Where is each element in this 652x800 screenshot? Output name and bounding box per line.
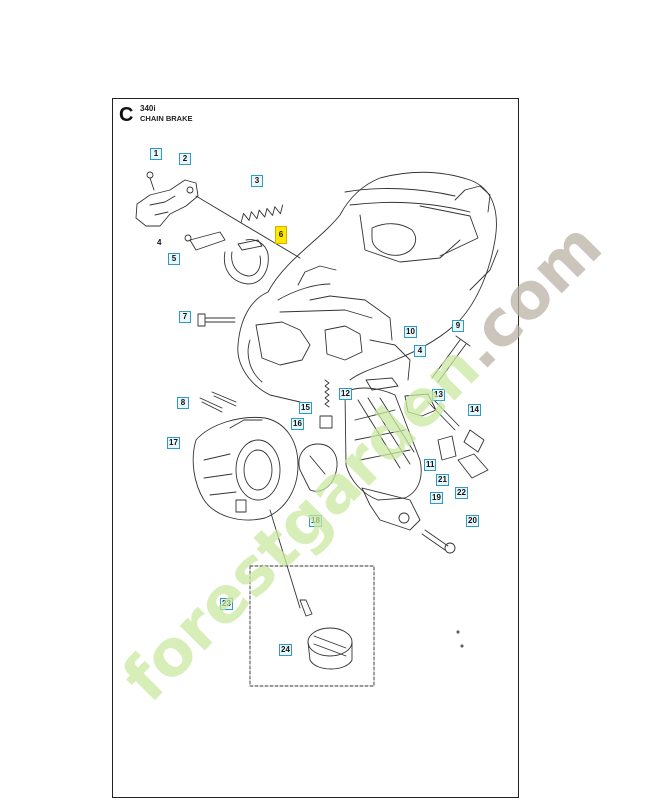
cap-part24 bbox=[299, 599, 353, 670]
brake-shield-part11 bbox=[344, 387, 422, 501]
screw-part20 bbox=[421, 529, 456, 554]
brake-handle-part2 bbox=[135, 179, 301, 259]
section-letter: C bbox=[119, 104, 134, 126]
callout-part-3[interactable]: 3 bbox=[251, 175, 263, 187]
callout-part-13[interactable]: 13 bbox=[432, 389, 445, 401]
callout-part-10[interactable]: 10 bbox=[404, 326, 417, 338]
model-number: 340i bbox=[140, 104, 156, 113]
callout-part-24[interactable]: 24 bbox=[279, 644, 292, 656]
disc-part18 bbox=[298, 443, 338, 492]
callout-part-19[interactable]: 19 bbox=[430, 492, 443, 504]
callout-part-15[interactable]: 15 bbox=[299, 402, 312, 414]
screws-part8 bbox=[199, 391, 237, 413]
callout-part-8[interactable]: 8 bbox=[177, 397, 189, 409]
callout-part-21[interactable]: 21 bbox=[436, 474, 449, 486]
lever-part19 bbox=[361, 487, 421, 531]
lever-part5 bbox=[184, 231, 226, 251]
link-part12 bbox=[365, 377, 399, 391]
brake-band-part6 bbox=[223, 239, 269, 285]
bolt-part9 bbox=[431, 335, 471, 383]
callout-part-9[interactable]: 9 bbox=[452, 320, 464, 332]
block-part16 bbox=[319, 415, 333, 429]
diagram-title: CHAIN BRAKE bbox=[140, 114, 193, 123]
callout-part-17[interactable]: 17 bbox=[167, 437, 180, 449]
callout-part-23[interactable]: 23 bbox=[220, 598, 233, 610]
callout-part-12[interactable]: 12 bbox=[339, 388, 352, 400]
sleeve-part22 bbox=[457, 453, 489, 479]
callout-part-16[interactable]: 16 bbox=[291, 418, 304, 430]
stray-dot bbox=[456, 630, 460, 634]
stray-dot bbox=[460, 644, 464, 648]
callout-part-22[interactable]: 22 bbox=[455, 487, 468, 499]
callout-part-5[interactable]: 5 bbox=[168, 253, 180, 265]
callout-part-18[interactable]: 18 bbox=[309, 515, 322, 527]
nut-part14 bbox=[463, 429, 485, 453]
callout-part-4b[interactable]: 4 bbox=[414, 345, 426, 357]
pivot-part13 bbox=[404, 393, 460, 431]
label-part-4: 4 bbox=[157, 238, 162, 247]
clutch-cover-part17 bbox=[192, 416, 299, 521]
callout-part-20[interactable]: 20 bbox=[466, 515, 479, 527]
screw-part7 bbox=[197, 313, 236, 327]
spring-part15 bbox=[324, 379, 330, 408]
callout-part-6[interactable]: 6 bbox=[275, 226, 287, 244]
callout-part-14[interactable]: 14 bbox=[468, 404, 481, 416]
crankcase-housing bbox=[237, 171, 499, 403]
callout-part-2[interactable]: 2 bbox=[179, 153, 191, 165]
kit-box-part23 bbox=[249, 565, 375, 687]
callout-part-7[interactable]: 7 bbox=[179, 311, 191, 323]
spring-part3 bbox=[240, 204, 284, 223]
callout-part-1[interactable]: 1 bbox=[150, 148, 162, 160]
callout-part-11[interactable]: 11 bbox=[424, 459, 437, 471]
leader-line-23 bbox=[269, 509, 301, 609]
screw-part1 bbox=[146, 171, 155, 191]
block-part21 bbox=[437, 435, 457, 461]
